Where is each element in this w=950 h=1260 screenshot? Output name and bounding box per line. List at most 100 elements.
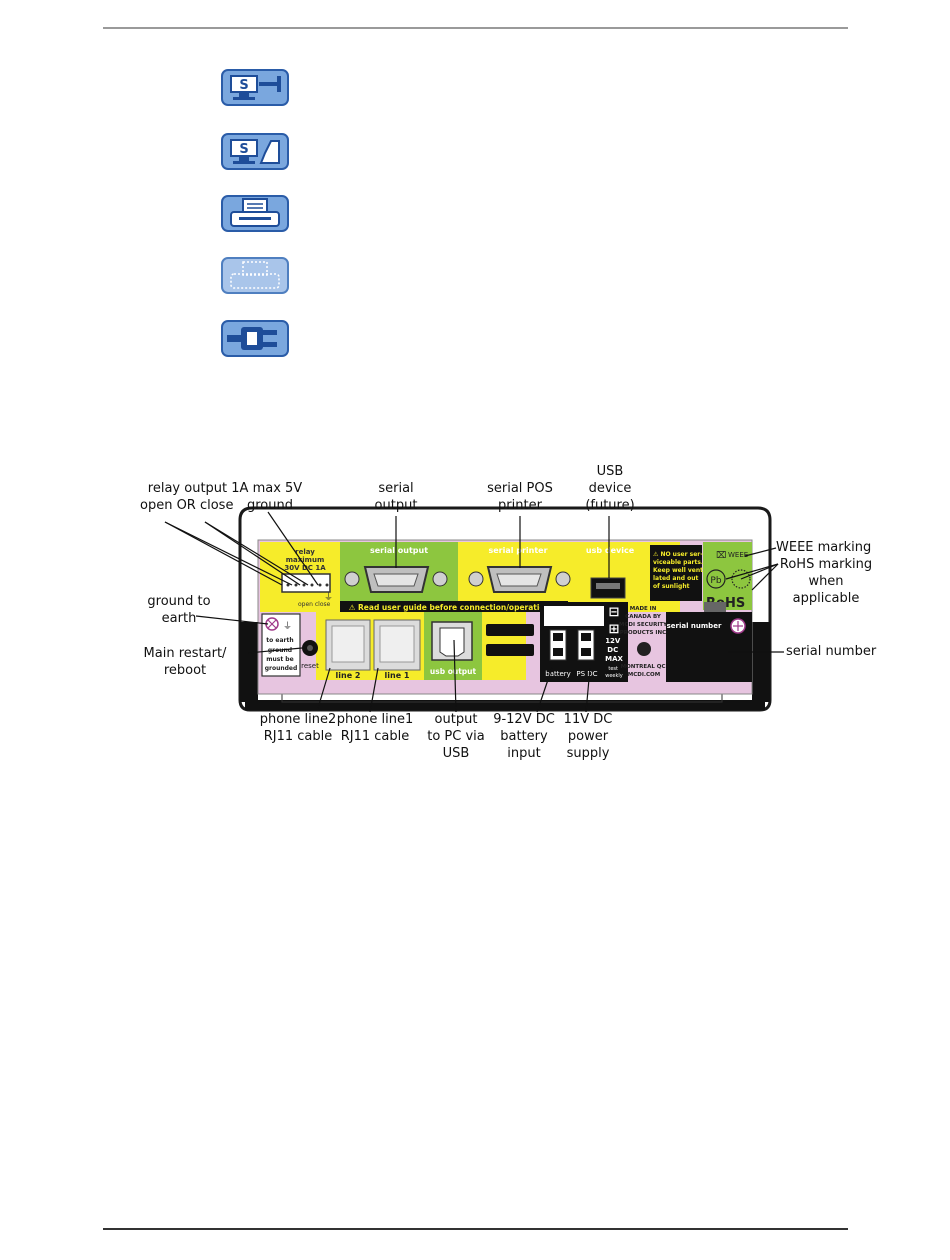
- serial-computer-connection-icon: S: [221, 69, 289, 106]
- callout-battery-line3: input: [507, 746, 541, 761]
- callout-main-restart-line1: Main restart/: [143, 646, 227, 661]
- leader-rohs-c: [751, 563, 779, 591]
- svg-text:12V DC MAX: 12V DC MAX: [605, 637, 623, 663]
- printer-disabled-icon: [221, 257, 289, 294]
- callout-main-restart-line2: reboot: [163, 663, 207, 678]
- printer-icon: [221, 195, 289, 232]
- svg-text:test weekly: test weekly: [605, 666, 623, 679]
- callout-serial-output-line2: output: [374, 498, 418, 513]
- serial-printer-pins: [496, 573, 542, 587]
- callout-serial-pos-line2: printer: [498, 498, 542, 513]
- header-rule: [103, 27, 848, 29]
- leader-relay-open-b: [164, 521, 293, 586]
- leader-weee: [744, 547, 777, 557]
- leader-phone1: [369, 667, 379, 713]
- minus-icon: ⊟: [609, 605, 620, 620]
- svg-text:Pb: Pb: [710, 576, 721, 586]
- callout-battery-line1: 9-12V DC: [493, 712, 555, 727]
- leader-relay-ground: [267, 511, 319, 586]
- warning-banner: [340, 601, 568, 612]
- callout-weee-marking: WEEE marking: [776, 540, 872, 555]
- rohs-seal: [731, 569, 751, 589]
- callout-output-pc-line2: to PC via: [427, 729, 485, 744]
- leader-usb-output: [453, 639, 457, 713]
- ground-symbol-icon: ⏚: [324, 592, 333, 603]
- leader-relay-close-a: [204, 521, 301, 586]
- svg-text:⚠ NO user ser- viceable pa: ⚠ NO user ser- viceable parts. Keep well…: [653, 551, 708, 590]
- callout-open-or-close: open OR close: [140, 498, 234, 513]
- svg-text:WEEE: WEEE: [728, 551, 748, 559]
- mcdi-logo: [637, 642, 651, 656]
- svg-text:line 1: line 1: [385, 671, 410, 680]
- leader-battery: [536, 667, 553, 713]
- svg-text:line 2: line 2: [336, 671, 361, 680]
- leader-relay-open-a: [164, 521, 283, 586]
- svg-text:30V DC 1A: 30V DC 1A: [284, 564, 326, 572]
- callout-usb-device-line2: device: [588, 481, 632, 496]
- power-plug-icon: [221, 320, 289, 357]
- leader-relay-close-b: [204, 521, 309, 586]
- leader-rohs-b: [740, 563, 779, 580]
- svg-text:maximum: maximum: [286, 556, 325, 564]
- callout-ground-earth-line2: earth: [161, 611, 197, 626]
- callout-serial-pos-line1: serial POS: [487, 481, 553, 496]
- svg-text:serial output: serial output: [370, 546, 428, 555]
- serial-output-pins: [373, 573, 419, 587]
- callout-ground-earth-line1: ground to: [147, 594, 211, 609]
- relay-terminal-block: [281, 573, 331, 593]
- svg-text:usb output: usb output: [430, 667, 477, 676]
- leader-rohs-a: [725, 563, 779, 580]
- case-black-band-right: [752, 622, 770, 702]
- callout-usb-device-line1: USB: [596, 464, 624, 479]
- svg-text:relay: relay: [295, 548, 315, 556]
- svg-text:serial number: serial number: [667, 622, 722, 630]
- svg-text:S: S: [239, 78, 248, 93]
- no-user-serviceable-box: [650, 545, 702, 601]
- weee-rohs-panel: [703, 542, 752, 610]
- svg-text:serial printer: serial printer: [488, 546, 547, 555]
- callout-output-pc-line3: USB: [442, 746, 470, 761]
- svg-text:open close: open close: [298, 601, 331, 608]
- leader-main-restart: [247, 647, 303, 654]
- svg-text:MADE IN CANADA BY MCDI: MADE IN CANADA BY MCDI SECURITY PRODUCTS…: [619, 606, 669, 636]
- svg-text:MONTREAL QC MCDI.COM: MONTREAL QC MCDI.COM: [621, 664, 668, 678]
- vent-slot-bottom: [486, 644, 534, 656]
- callout-usb-device-line3: (future): [585, 498, 635, 513]
- svg-text:PS DC: PS DC: [576, 670, 597, 678]
- vent-slot-top: [486, 624, 534, 636]
- svg-text:reset: reset: [301, 662, 319, 670]
- rohs-tab: [704, 602, 726, 612]
- callout-output-pc-line1: output: [434, 712, 478, 727]
- svg-text:usb device: usb device: [586, 546, 635, 555]
- callout-relay-output: relay output 1A max 5V: [147, 481, 303, 496]
- earth-symbol-icon: ⏚: [283, 621, 292, 632]
- callout-rohs-line2: when: [808, 574, 844, 589]
- serial-output-screw-left: [344, 571, 360, 587]
- callout-power-line2: power: [567, 729, 609, 744]
- svg-text:battery: battery: [545, 670, 571, 678]
- pb-free-mark: [706, 569, 726, 589]
- callout-serial-number: serial number: [786, 644, 877, 659]
- callout-phone2-line1: phone line2: [259, 712, 337, 727]
- footer-rule: [103, 1228, 848, 1230]
- plus-icon: ⊞: [609, 622, 620, 637]
- callout-rohs-line3: applicable: [792, 591, 860, 606]
- serial-printer-screw-left: [468, 571, 484, 587]
- serial-printer-screw-right: [555, 571, 571, 587]
- serial-computer-modem-icon: S: [221, 133, 289, 170]
- leader-power: [585, 667, 591, 713]
- callout-phone2-line2: RJ11 cable: [263, 729, 333, 744]
- callout-phone1-line1: phone line1: [336, 712, 414, 727]
- svg-text:S: S: [239, 142, 248, 157]
- svg-text:⚠ Read user guide before conne: ⚠ Read user guide before connection/oper…: [349, 603, 560, 612]
- callout-power-line1: 11V DC: [563, 712, 613, 727]
- callout-ground: ground: [247, 498, 293, 513]
- leader-ground-earth: [195, 615, 269, 625]
- callout-battery-line2: battery: [500, 729, 548, 744]
- callout-serial-output-line1: serial: [378, 481, 414, 496]
- serial-output-screw-right: [432, 571, 448, 587]
- leader-phone2: [317, 667, 331, 709]
- case-black-band-left: [240, 622, 258, 702]
- callout-rohs-line1: RoHS marking: [779, 557, 873, 572]
